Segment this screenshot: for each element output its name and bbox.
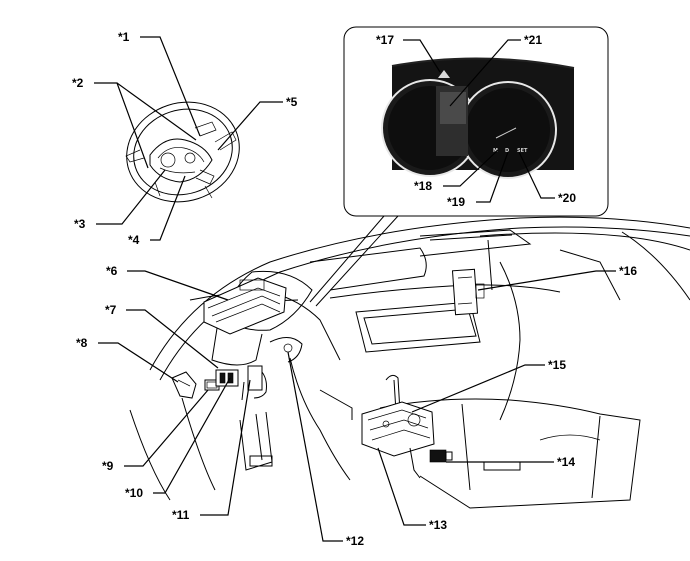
callout-label-2: *2 [72, 76, 84, 90]
callout-label-6: *6 [106, 264, 118, 278]
callout-label-15: *15 [548, 358, 566, 372]
gauge-mode-label-m: M [493, 148, 498, 154]
callout-label-1: *1 [118, 30, 130, 44]
combination-meter-inset: M D SET [343, 26, 609, 217]
component-11-connector [241, 365, 267, 401]
leader-lines [94, 36, 616, 542]
inset-pointer-line-right [315, 215, 399, 307]
callout-label-12: *12 [346, 534, 364, 548]
callout-label-13: *13 [429, 518, 447, 532]
callout-label-9: *9 [102, 459, 114, 473]
callout-label-7: *7 [105, 303, 117, 317]
gauge-mode-label-d: D [505, 148, 509, 154]
callout-label-20: *20 [558, 191, 576, 205]
gauge-mode-label-set: SET [517, 148, 528, 154]
callout-label-17: *17 [376, 33, 394, 47]
inset-pointer-line-left [309, 215, 385, 303]
component-8-bracket [171, 371, 197, 399]
callout-label-14: *14 [557, 455, 575, 469]
callout-label-10: *10 [125, 486, 143, 500]
component-16-module [451, 268, 485, 316]
callout-label-16: *16 [619, 264, 637, 278]
steering-wheel-illustration [125, 101, 240, 203]
dashboard-illustration [129, 216, 690, 509]
component-12-cluster [269, 337, 303, 363]
component-13-shift-assembly [361, 374, 435, 479]
component-10-switch [215, 369, 239, 387]
callout-label-3: *3 [74, 217, 86, 231]
callout-label-21: *21 [524, 33, 542, 47]
callout-label-8: *8 [76, 336, 88, 350]
callout-label-19: *19 [447, 195, 465, 209]
component-14-connector [429, 449, 453, 463]
callout-label-11: *11 [172, 508, 190, 522]
component-6-unit [203, 277, 287, 335]
callout-label-5: *5 [286, 95, 298, 109]
callout-label-4: *4 [128, 233, 140, 247]
callout-label-18: *18 [414, 179, 432, 193]
